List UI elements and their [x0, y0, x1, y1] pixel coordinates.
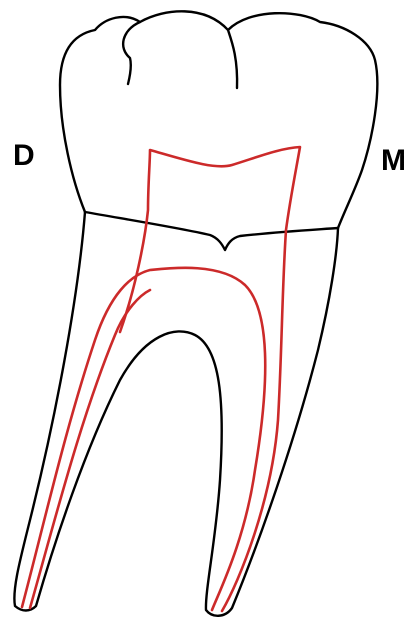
cusp-groove-left: [123, 22, 140, 84]
cemento-enamel-junction: [85, 212, 338, 250]
pulp-chamber-and-canals: [22, 268, 265, 610]
distal-root-outline: [14, 212, 338, 616]
distal-label: D: [13, 141, 35, 171]
mesial-label: M: [381, 146, 406, 176]
pulp-chamber-outline: [120, 147, 300, 611]
cusp-groove-right: [228, 30, 237, 88]
crown-outline: [60, 11, 377, 228]
